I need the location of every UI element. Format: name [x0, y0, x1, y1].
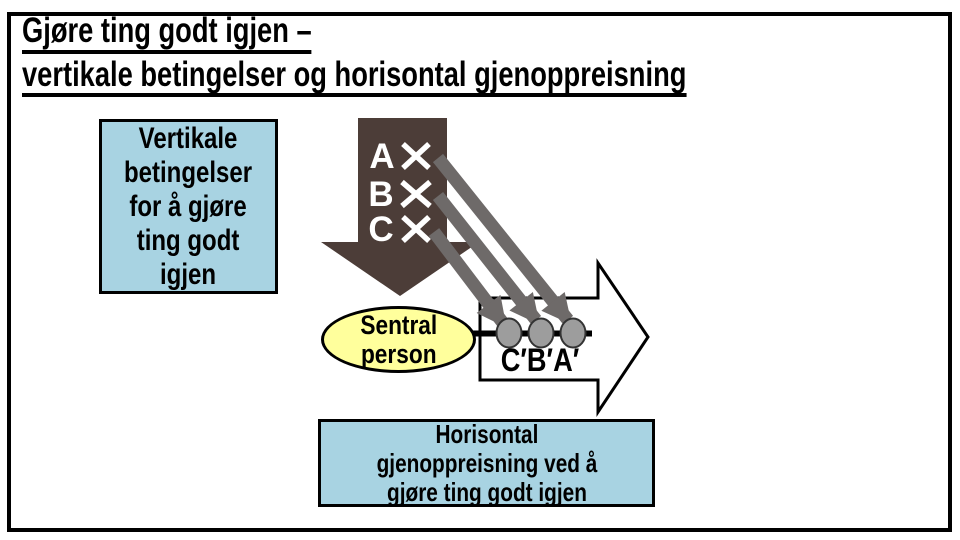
- central-person-text: Sentral person: [360, 309, 437, 369]
- slide-title-line1: Gjøre ting godt igjen –: [22, 13, 312, 54]
- horizontal-restoration-text: Horisontal gjenoppreisning ved å gjøre t…: [376, 418, 597, 507]
- slide-title: Gjøre ting godt igjen – vertikale beting…: [22, 13, 874, 100]
- transfer-arrow-c-icon: [428, 228, 509, 328]
- cross-icon-b: [400, 179, 432, 209]
- horizontal-restoration-box: Horisontal gjenoppreisning ved å gjøre t…: [318, 419, 655, 507]
- sequence-label: C′B′A′: [500, 342, 580, 378]
- person-node-a: [559, 317, 587, 349]
- person-node-b: [527, 317, 555, 349]
- condition-letter-c: C: [368, 210, 393, 249]
- slide-title-line2: vertikale betingelser og horisontal gjen…: [22, 56, 687, 98]
- cross-icon-c: [401, 214, 431, 244]
- slide-border: [7, 12, 952, 532]
- condition-letter-b: B: [368, 175, 393, 214]
- vertical-conditions-text: Vertikale betingelser for å gjøre ting g…: [124, 121, 253, 291]
- transfer-arrow-a-icon: [432, 153, 574, 325]
- person-node-c: [495, 317, 523, 349]
- condition-letter-a: A: [369, 137, 394, 176]
- cross-icon-a: [401, 141, 431, 171]
- central-person-ellipse: Sentral person: [321, 306, 476, 373]
- vertical-conditions-box: Vertikale betingelser for å gjøre ting g…: [99, 119, 278, 294]
- transfer-arrow-b-icon: [432, 191, 542, 325]
